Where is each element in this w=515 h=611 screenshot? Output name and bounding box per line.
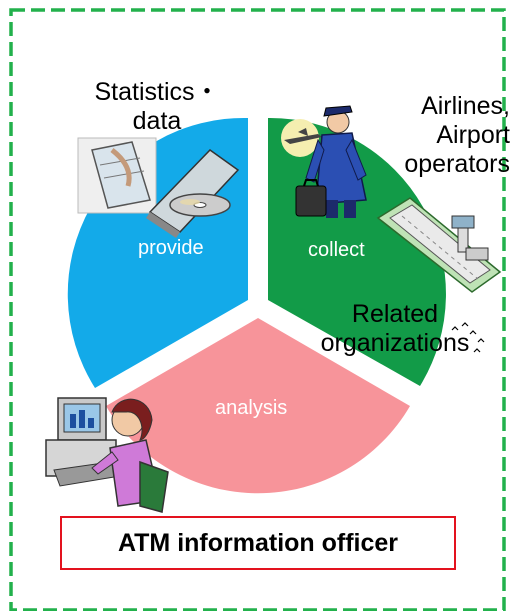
airport-icon bbox=[376, 197, 502, 293]
segment-collect bbox=[268, 117, 446, 386]
officer-box: ATM information officer bbox=[60, 516, 456, 570]
computer-user-icon bbox=[45, 397, 169, 513]
pilot-icon bbox=[281, 105, 367, 218]
segment-analysis-label: analysis bbox=[215, 397, 288, 419]
laptop-cd-icon bbox=[77, 137, 240, 238]
birds-icon bbox=[451, 322, 485, 353]
related-organizations-label: Related organizations bbox=[320, 300, 470, 357]
segment-provide-label: provide bbox=[138, 237, 204, 259]
segment-collect-label: collect bbox=[308, 239, 365, 261]
officer-label: ATM information officer bbox=[117, 528, 399, 557]
dashed-frame bbox=[9, 8, 506, 611]
segment-analysis bbox=[106, 318, 410, 494]
airlines-label: Airlines, Airport operators bbox=[404, 92, 510, 178]
statistics-data-label: Statistics・data bbox=[94, 78, 220, 135]
